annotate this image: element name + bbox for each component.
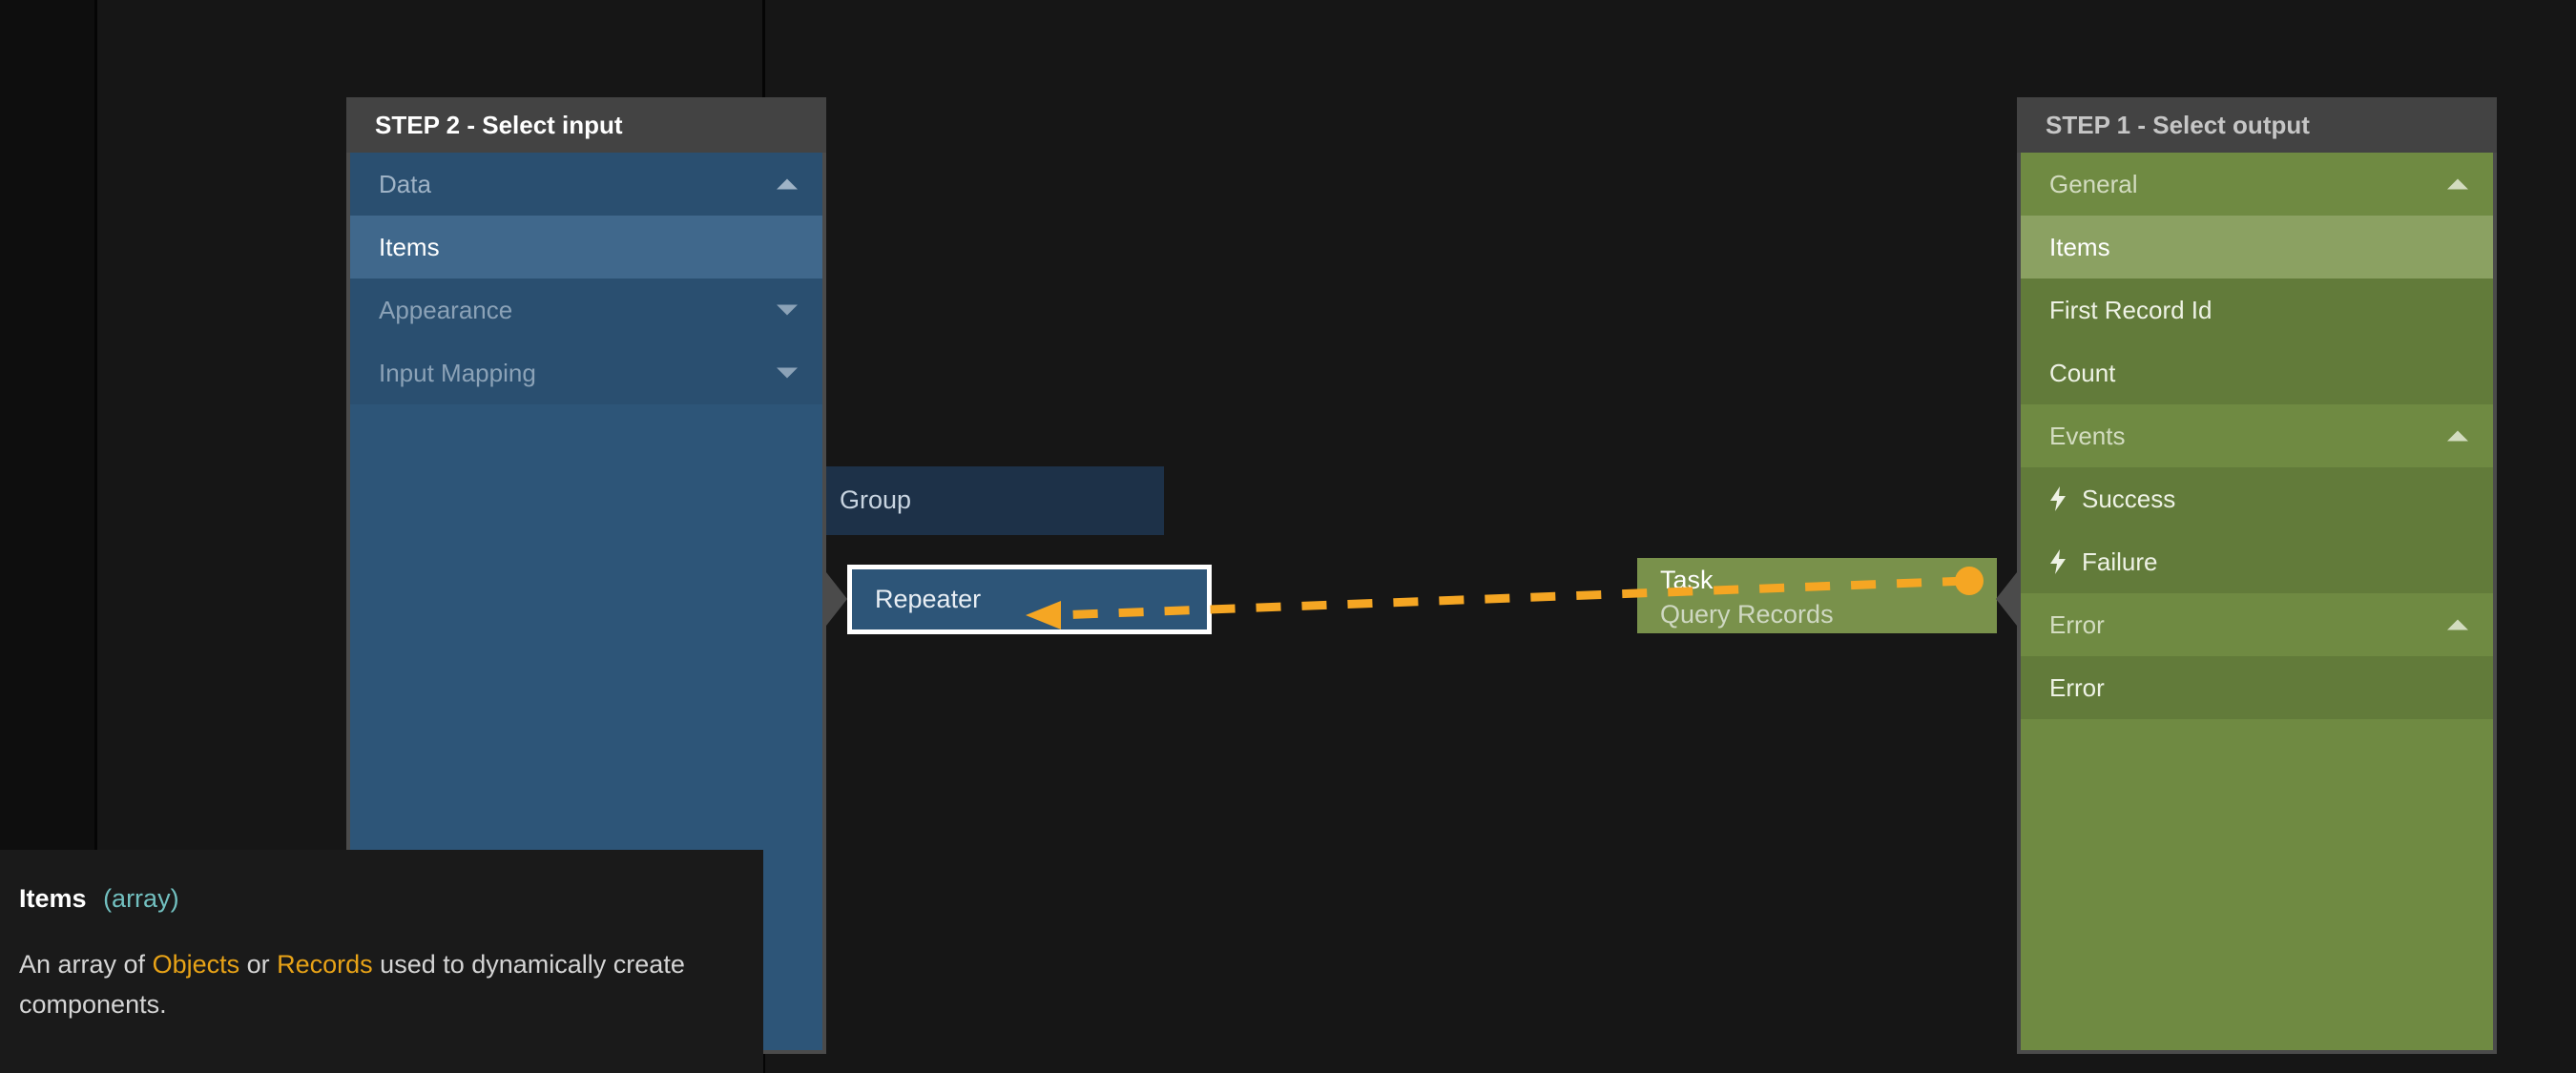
output-panel-row-events[interactable]: Events <box>2021 404 2493 467</box>
output-panel-row-failure[interactable]: Failure <box>2021 530 2493 593</box>
doc-type-link[interactable]: Objects <box>152 950 240 979</box>
chevron-down-icon[interactable] <box>777 304 798 316</box>
input-panel-collapse-handle[interactable] <box>826 572 847 626</box>
node-repeater-title: Repeater <box>875 585 982 613</box>
input-panel-row-data[interactable]: Data <box>350 153 822 216</box>
canvas-dark-band <box>0 0 94 850</box>
output-panel-row-count[interactable]: Count <box>2021 341 2493 404</box>
node-task-title: Task <box>1660 566 1714 594</box>
output-panel-row-label: Success <box>2082 484 2176 513</box>
chevron-down-icon[interactable] <box>777 367 798 379</box>
doc-type-link[interactable]: Records <box>277 950 373 979</box>
output-panel-collapse-handle[interactable] <box>1996 572 2017 626</box>
output-panel-row-success[interactable]: Success <box>2021 467 2493 530</box>
doc-text-fragment: used to dynamically create components. <box>19 950 685 1019</box>
output-panel-row-first-record-id[interactable]: First Record Id <box>2021 279 2493 341</box>
output-panel-row-label: Failure <box>2082 547 2158 576</box>
chevron-up-icon[interactable] <box>2447 178 2468 190</box>
output-panel-title: STEP 1 - Select output <box>2046 110 2310 139</box>
output-panel-filler <box>2021 719 2493 1050</box>
input-panel-row-label: Items <box>379 232 440 261</box>
output-panel-row-error[interactable]: Error <box>2021 656 2493 719</box>
node-repeater[interactable]: Repeater <box>847 565 1212 634</box>
input-panel-row-label: Appearance <box>379 295 513 324</box>
input-panel-row-label: Input Mapping <box>379 358 536 387</box>
output-panel-row-label: Items <box>2049 232 2110 261</box>
chevron-up-icon[interactable] <box>2447 430 2468 442</box>
doc-property-type: (array) <box>103 884 179 913</box>
input-panel-title: STEP 2 - Select input <box>375 110 623 139</box>
output-panel-header: STEP 1 - Select output <box>2017 97 2497 153</box>
output-panel-row-items[interactable]: Items <box>2021 216 2493 279</box>
input-panel-header: STEP 2 - Select input <box>346 97 826 153</box>
output-panel-row-label: General <box>2049 169 2138 198</box>
doc-description: An array of Objects or Records used to d… <box>19 944 744 1024</box>
output-panel-row-label: First Record Id <box>2049 295 2212 324</box>
node-group-title: Group <box>840 485 912 514</box>
bolt-icon <box>2050 549 2066 574</box>
doc-property-name: Items <box>19 884 87 913</box>
input-panel-row-items[interactable]: Items <box>350 216 822 279</box>
input-panel-row-appearance[interactable]: Appearance <box>350 279 822 341</box>
chevron-up-icon[interactable] <box>2447 619 2468 630</box>
bolt-icon <box>2050 486 2066 511</box>
output-panel-row-label: Events <box>2049 421 2126 450</box>
output-panel-row-label: Error <box>2049 672 2105 702</box>
output-panel-row-label: Error <box>2049 609 2105 639</box>
node-task[interactable]: Task Query Records <box>1637 558 1997 633</box>
output-panel-row-error[interactable]: Error <box>2021 593 2493 656</box>
doc-title-row: Items (array) <box>19 884 763 914</box>
doc-text-fragment: An array of <box>19 950 153 979</box>
canvas-divider-line-left <box>94 0 97 850</box>
output-panel-row-label: Count <box>2049 358 2116 387</box>
chevron-up-icon[interactable] <box>777 178 798 190</box>
input-panel-row-label: Data <box>379 169 431 198</box>
input-panel-row-input-mapping[interactable]: Input Mapping <box>350 341 822 404</box>
node-task-subtitle: Query Records <box>1660 600 1834 629</box>
doc-text-fragment: or <box>239 950 278 979</box>
node-group[interactable]: Group <box>769 466 1164 535</box>
output-panel-row-general[interactable]: General <box>2021 153 2493 216</box>
property-doc-panel: Items (array) An array of Objects or Rec… <box>0 850 763 1073</box>
